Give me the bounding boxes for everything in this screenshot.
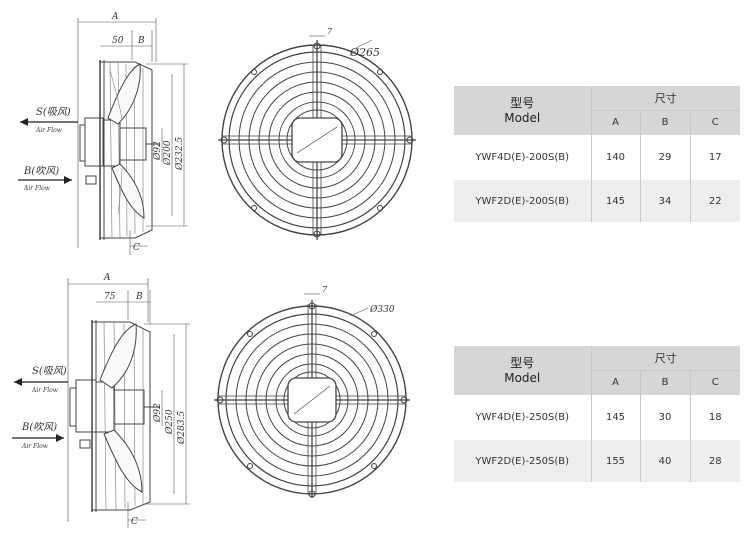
spec-table-200: 型号 Model 尺寸 A B C YWF4D(E)-200S(B) 140 2… [454, 86, 740, 222]
suction-airflow-label: Air Flow [35, 127, 63, 134]
fan-front-view [214, 293, 410, 498]
col-header-c: C [689, 369, 740, 395]
col-header-a: A [590, 369, 640, 395]
dia-outer-label: Ø283.5 [176, 411, 187, 445]
dim-c-label: C [133, 243, 140, 253]
fan-drawing-200: A B 50 C Ø92 Ø200 Ø232.5 S(吸风) Air Flow … [18, 12, 416, 255]
model-header-en: Model [504, 370, 541, 385]
table-row: YWF2D(E)-250S(B) 155 40 28 [454, 440, 740, 482]
model-header: 型号 Model [454, 346, 591, 395]
col-header-b: B [639, 369, 690, 395]
a-cell: 145 [590, 180, 640, 222]
fan-side-view [12, 278, 190, 528]
front-dia-label: Ø265 [349, 46, 380, 59]
front-seven-label: 7 [322, 285, 328, 294]
model-header-cn: 型号 [510, 95, 535, 110]
c-cell: 28 [689, 440, 740, 482]
col-header-b: B [639, 109, 690, 135]
dims-header: 尺寸 [590, 86, 740, 110]
blow-airflow-label: Air Flow [21, 443, 49, 450]
table-row: YWF4D(E)-200S(B) 140 29 17 [454, 135, 740, 180]
model-cell: YWF4D(E)-200S(B) [454, 135, 591, 180]
dim-50-label: 75 [104, 292, 116, 302]
c-cell: 22 [689, 180, 740, 222]
front-dia-label: Ø330 [369, 304, 395, 315]
c-cell: 17 [689, 135, 740, 180]
a-cell: 145 [590, 395, 640, 440]
fan-drawing-250: A B 75 C Ø92 Ø250 Ø283.5 S(吸风) Air Flow … [12, 273, 410, 528]
dia-mid-label: Ø250 [164, 409, 175, 435]
dim-50-label: 50 [112, 36, 124, 46]
table-row: YWF4D(E)-250S(B) 145 30 18 [454, 395, 740, 440]
blow-label: B(吹风) [23, 165, 59, 177]
b-cell: 34 [639, 180, 690, 222]
col-header-a: A [590, 109, 640, 135]
dim-a-label: A [111, 12, 119, 22]
model-header: 型号 Model [454, 86, 591, 135]
b-cell: 30 [639, 395, 690, 440]
dim-b-label: B [137, 36, 145, 46]
blow-airflow-label: Air Flow [23, 185, 51, 192]
model-header-cn: 型号 [510, 355, 535, 370]
table-row: YWF2D(E)-200S(B) 145 34 22 [454, 180, 740, 222]
suction-label: S(吸风) [36, 107, 71, 118]
suction-label: S(吸风) [32, 366, 67, 377]
model-cell: YWF2D(E)-250S(B) [454, 440, 591, 482]
a-cell: 155 [590, 440, 640, 482]
dia-outer-label: Ø232.5 [174, 137, 185, 171]
suction-airflow-label: Air Flow [31, 387, 59, 394]
dia-inner-label: Ø92 [152, 403, 163, 423]
model-cell: YWF4D(E)-250S(B) [454, 395, 591, 440]
dims-header: 尺寸 [590, 346, 740, 370]
fan-side-view [18, 18, 188, 255]
b-cell: 40 [639, 440, 690, 482]
b-cell: 29 [639, 135, 690, 180]
fan-front-view [218, 35, 416, 240]
dia-inner-label: Ø92 [152, 141, 163, 161]
col-header-c: C [689, 109, 740, 135]
c-cell: 18 [689, 395, 740, 440]
dim-a-label: A [103, 273, 111, 283]
model-header-en: Model [504, 110, 541, 125]
model-cell: YWF2D(E)-200S(B) [454, 180, 591, 222]
front-seven-label: 7 [327, 27, 333, 36]
spec-table-250: 型号 Model 尺寸 A B C YWF4D(E)-250S(B) 145 3… [454, 346, 740, 482]
dim-b-label: B [135, 292, 143, 302]
blow-label: B(吹风) [21, 421, 57, 433]
a-cell: 140 [590, 135, 640, 180]
dia-mid-label: Ø200 [162, 140, 173, 166]
dim-c-label: C [131, 517, 138, 527]
